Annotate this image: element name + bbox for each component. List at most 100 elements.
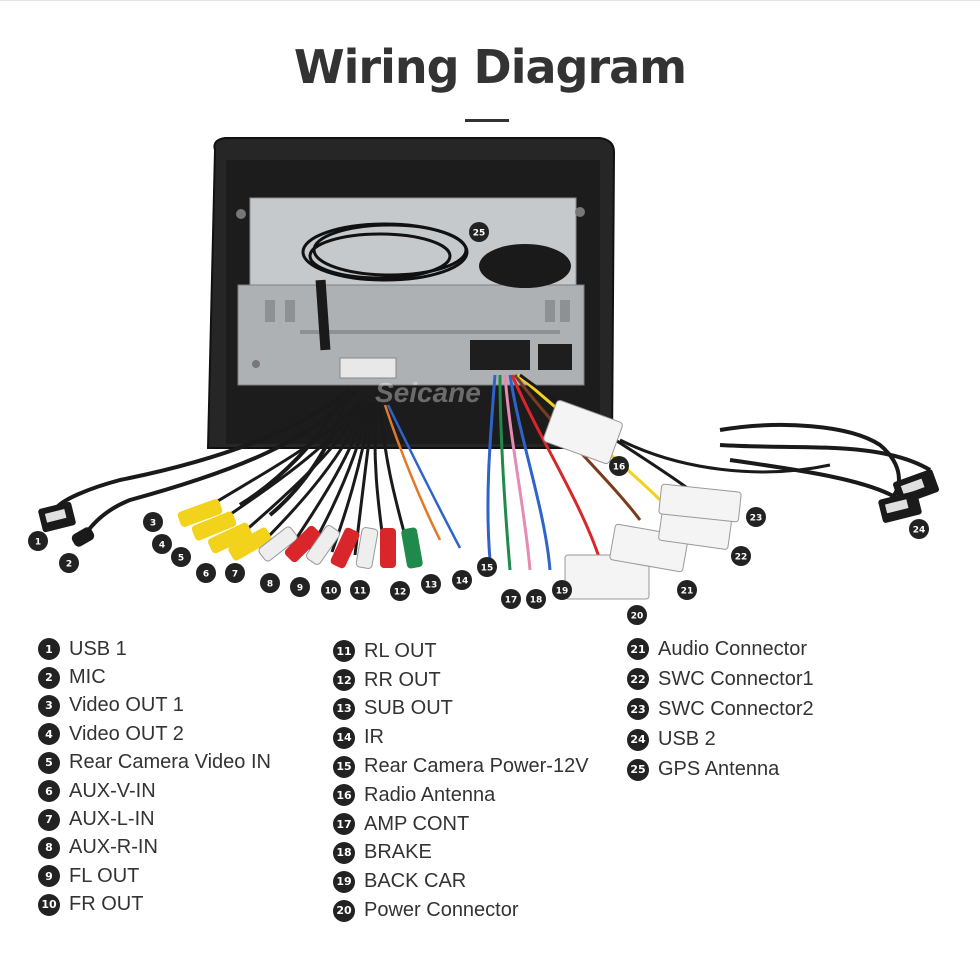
callout-marker-number: 5: [178, 554, 184, 564]
page-title: Wiring Diagram: [293, 40, 687, 94]
legend-number-badge: 9: [38, 865, 60, 888]
callout-marker-number: 25: [473, 229, 486, 239]
power-harness-wires: [486, 373, 691, 571]
gps-antenna-puck: [479, 244, 571, 288]
callout-marker-number: 12: [394, 588, 407, 598]
legend-number-badge: 19: [333, 870, 355, 893]
swc-connector-2: [658, 483, 742, 523]
callout-marker-number: 19: [556, 587, 569, 597]
callout-marker-circle: [196, 563, 216, 583]
callout-marker-circle: [609, 456, 629, 476]
legend-number-badge: 6: [38, 780, 60, 803]
legend-label: AUX-V-IN: [69, 779, 156, 802]
legend-label: SUB OUT: [364, 697, 453, 720]
legend-item: 19 BACK CAR: [333, 867, 589, 896]
legend-label: BRAKE: [364, 841, 432, 864]
wiring-photo: Seicane: [28, 137, 939, 625]
callout-marker-circle: [225, 563, 245, 583]
callout-marker-circle: [677, 580, 697, 600]
callout-marker-number: 3: [150, 519, 156, 529]
callout-marker-number: 24: [913, 526, 926, 536]
legend-number-badge: 4: [38, 723, 60, 746]
legend-number-badge: 21: [627, 638, 649, 661]
ir-wire-2: [386, 404, 462, 549]
gps-antenna-cable: [301, 222, 469, 282]
callout-marker-number: 17: [505, 596, 518, 606]
usb2-port: [900, 478, 925, 495]
callout-marker-circle: [321, 580, 341, 600]
usb2-port-b: [884, 499, 909, 514]
legend-number-badge: 7: [38, 808, 60, 831]
callout-marker-number: 23: [750, 514, 763, 524]
legend-label: Audio Connector: [658, 637, 807, 660]
callout-marker-circle: [731, 546, 751, 566]
rca-fl-out: [306, 525, 340, 565]
legend-label: GPS Antenna: [658, 758, 780, 781]
watermark-text: Seicane: [375, 377, 481, 408]
top-divider: [0, 0, 980, 1]
legend-label: RR OUT: [364, 668, 441, 691]
callout-marker-number: 22: [735, 553, 748, 563]
callout-marker-circle: [746, 507, 766, 527]
rca-video-out-2: [191, 511, 237, 541]
callout-marker-number: 8: [267, 580, 273, 590]
callout-marker-circle: [152, 534, 172, 554]
rca-socket: [339, 357, 397, 379]
legend-item: 24 USB 2: [627, 725, 814, 755]
rca-fr-out: [330, 527, 360, 569]
legend-number-badge: 11: [333, 640, 355, 663]
legend-number-badge: 14: [333, 726, 355, 749]
callout-marker-number: 13: [425, 581, 438, 591]
mount-screw: [236, 209, 246, 219]
callout-marker-number: 14: [456, 577, 469, 587]
legend-label: MIC: [69, 666, 106, 689]
legend-number-badge: 17: [333, 813, 355, 836]
callout-marker-number: 2: [66, 560, 72, 570]
rca-plugs: [177, 499, 423, 569]
callout-marker-number: 9: [297, 584, 303, 594]
callout-marker-number: 4: [159, 541, 165, 551]
rca-aux-r-in: [284, 525, 322, 563]
legend-label: BACK CAR: [364, 870, 467, 893]
legend-label: Rear Camera Power-12V: [364, 755, 589, 778]
callout-marker-circle: [452, 570, 472, 590]
legend-label: AUX-R-IN: [69, 836, 158, 859]
callout-marker-number: 18: [530, 596, 543, 606]
legend-item: 21 Audio Connector: [627, 634, 814, 664]
main-harness-socket: [470, 340, 530, 370]
legend-item: 5 Rear Camera Video IN: [38, 749, 271, 777]
legend-label: RL OUT: [364, 639, 437, 662]
title-underline: [465, 119, 509, 122]
callout-marker-circle: [260, 573, 280, 593]
callout-marker-circle: [909, 519, 929, 539]
legend-label: Video OUT 1: [69, 694, 184, 717]
callout-marker-circle: [526, 589, 546, 609]
callout-marker-circle: [350, 580, 370, 600]
legend-number-badge: 24: [627, 728, 649, 751]
callout-marker-number: 21: [681, 587, 694, 597]
callout-marker-number: 15: [481, 564, 494, 574]
aux-socket: [538, 344, 572, 370]
callout-marker-number: 16: [613, 463, 626, 473]
legend-label: Power Connector: [364, 899, 519, 922]
callout-marker-circle: [390, 581, 410, 601]
callout-marker-circle: [143, 512, 163, 532]
legend-label: USB 2: [658, 728, 716, 751]
legend-number-badge: 5: [38, 751, 60, 774]
callout-marker-circle: [28, 531, 48, 551]
rca-aux-l-in: [258, 526, 298, 562]
mount-screw: [575, 207, 585, 217]
callout-marker-number: 1: [35, 538, 41, 548]
callout-marker-circle: [552, 580, 572, 600]
rca-rr-out: [380, 528, 396, 568]
legend-number-badge: 20: [333, 899, 355, 922]
legend-label: Rear Camera Video IN: [69, 751, 271, 774]
ir-wire: [383, 404, 442, 541]
legend-number-badge: 1: [38, 638, 60, 661]
